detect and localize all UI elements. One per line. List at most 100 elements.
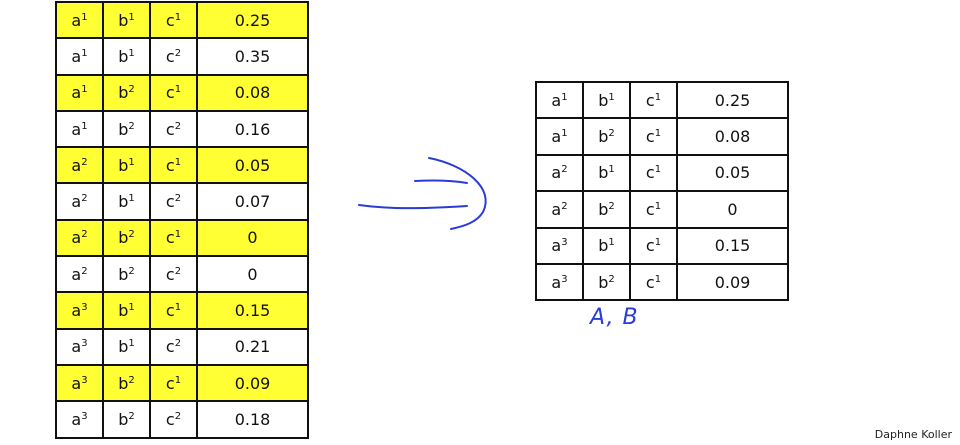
var-value-index: 2 — [128, 410, 135, 422]
var-a-cell: a1 — [55, 109, 104, 149]
var-b-cell: b1 — [582, 226, 631, 265]
var-name: c — [645, 127, 655, 147]
var-name: c — [165, 10, 175, 30]
probability-cell: 0 — [196, 218, 309, 258]
var-c-cell: c1 — [629, 117, 678, 156]
var-value-index: 1 — [654, 273, 662, 285]
var-value-index: 3 — [81, 410, 88, 422]
var-a-cell: a2 — [535, 190, 584, 229]
probability-cell: 0.08 — [676, 117, 789, 156]
var-a-cell: a1 — [535, 80, 584, 120]
var-name: b — [118, 46, 129, 66]
var-value-index: 2 — [128, 374, 135, 386]
var-value-index: 2 — [128, 120, 135, 132]
var-name: c — [165, 192, 175, 212]
var-value-index: 1 — [654, 128, 662, 140]
var-a-cell: a2 — [55, 218, 104, 258]
var-name: b — [118, 264, 129, 284]
var-value-index: 1 — [174, 229, 182, 241]
var-a-cell: a3 — [535, 226, 584, 265]
probability-cell: 0 — [676, 190, 789, 229]
var-a-cell: a3 — [55, 400, 104, 439]
var-value-index: 1 — [608, 91, 615, 103]
probability-cell: 0.09 — [196, 363, 309, 403]
var-b-cell: b2 — [582, 262, 631, 302]
var-name: b — [118, 155, 129, 175]
var-name: b — [118, 337, 129, 357]
probability-cell: 0.05 — [676, 153, 789, 193]
var-name: a — [551, 163, 562, 183]
var-value-index: 2 — [608, 128, 615, 140]
var-c-cell: c1 — [629, 226, 678, 265]
var-name: b — [598, 90, 609, 110]
var-b-cell: b2 — [102, 400, 151, 439]
var-c-cell: c1 — [629, 262, 678, 302]
var-name: a — [71, 409, 82, 429]
var-name: c — [645, 199, 655, 219]
probability-cell: 0.35 — [196, 37, 309, 76]
var-name: b — [598, 236, 609, 256]
var-name: c — [165, 228, 175, 248]
var-name: c — [165, 83, 175, 103]
var-name: a — [551, 90, 562, 110]
var-value-index: 1 — [654, 164, 662, 176]
probability-cell: 0 — [196, 255, 309, 294]
probability-cell: 0.15 — [676, 226, 789, 265]
var-value-index: 1 — [128, 302, 135, 314]
var-value-index: 2 — [561, 164, 568, 176]
var-name: c — [165, 373, 175, 393]
var-name: b — [118, 228, 129, 248]
var-c-cell: c1 — [149, 146, 198, 185]
var-value-index: 3 — [81, 302, 88, 314]
var-c-cell: c1 — [149, 0, 198, 40]
var-value-index: 1 — [561, 91, 568, 103]
var-name: c — [165, 46, 175, 66]
var-b-cell: b2 — [102, 255, 151, 294]
var-a-cell: a1 — [55, 37, 104, 76]
var-name: b — [118, 119, 129, 139]
var-name: c — [165, 155, 175, 175]
reduction-arrow-icon — [358, 157, 487, 230]
var-b-cell: b1 — [102, 291, 151, 330]
probability-cell: 0.09 — [676, 262, 789, 302]
var-value-index: 2 — [561, 200, 568, 212]
var-b-cell: b2 — [582, 117, 631, 156]
var-name: b — [598, 272, 609, 292]
probability-cell: 0.08 — [196, 73, 309, 112]
var-value-index: 2 — [174, 410, 182, 422]
var-b-cell: b1 — [582, 153, 631, 193]
var-value-index: 2 — [608, 200, 615, 212]
var-value-index: 2 — [174, 120, 182, 132]
var-a-cell: a2 — [55, 182, 104, 221]
probability-cell: 0.18 — [196, 400, 309, 439]
reduction-annotation: A, B — [590, 305, 639, 330]
var-c-cell: c2 — [149, 182, 198, 221]
var-name: a — [71, 264, 82, 284]
var-value-index: 2 — [174, 265, 182, 277]
var-value-index: 2 — [81, 193, 88, 205]
var-name: a — [551, 272, 562, 292]
var-value-index: 1 — [174, 302, 182, 314]
var-b-cell: b2 — [582, 190, 631, 229]
var-value-index: 2 — [174, 47, 182, 59]
var-value-index: 2 — [81, 265, 88, 277]
var-c-cell: c1 — [149, 363, 198, 403]
var-name: a — [551, 127, 562, 147]
author-credit: Daphne Koller — [874, 428, 952, 441]
var-name: c — [165, 264, 175, 284]
var-name: a — [551, 236, 562, 256]
var-b-cell: b1 — [582, 80, 631, 120]
var-name: a — [71, 155, 82, 175]
var-name: a — [71, 192, 82, 212]
var-a-cell: a1 — [55, 73, 104, 112]
var-name: a — [71, 119, 82, 139]
